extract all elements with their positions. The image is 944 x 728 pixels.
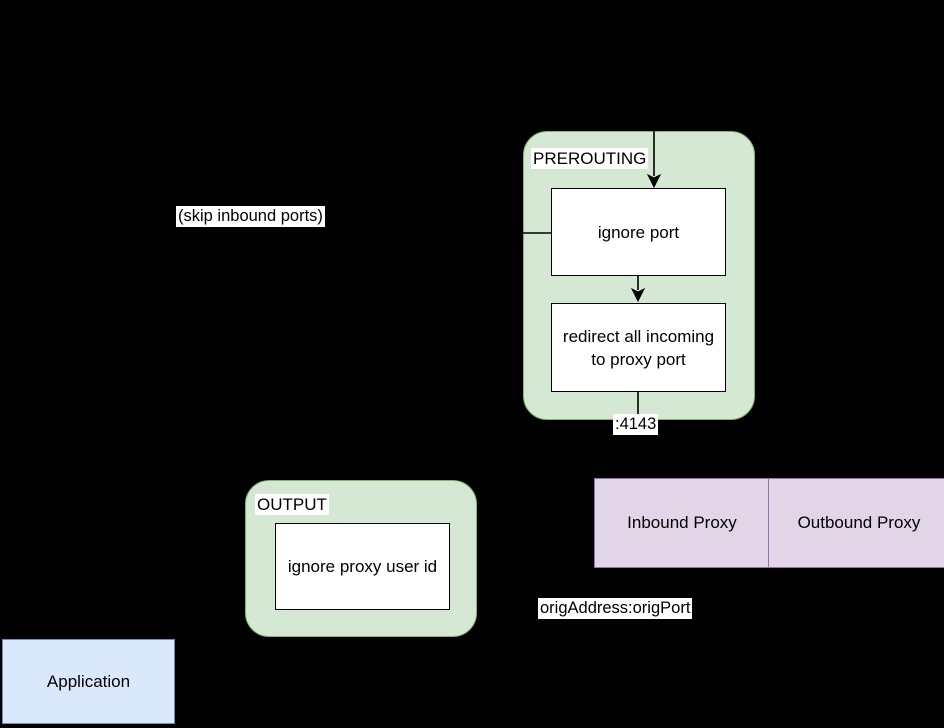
inbound-proxy-box: Inbound Proxy [594,478,770,568]
application-to-output-arrowhead [355,636,371,652]
outbound-proxy-label: Outbound Proxy [797,513,921,532]
redirect-to-proxy-arrowhead [630,463,646,479]
application-label: Application [46,671,131,691]
outbound-proxy-box: Outbound Proxy [768,478,944,568]
ignore-port-rule-node: ignore port [551,188,726,276]
skip-inbound-arrowhead [64,624,80,640]
ignore-proxy-user-id-rule-node: ignore proxy user id [275,523,450,610]
redirect-incoming-rule-node: redirect all incoming to proxy port [551,303,726,392]
ignore-proxy-user-id-rule-label: ignore proxy user id [287,557,438,576]
skip-inbound-ports-annotation: (skip inbound ports) [176,206,325,227]
inbound-to-application-arrowhead [174,673,190,689]
original-destination-annotation: origAddress:origPort [538,598,693,619]
application-to-output-arrow [176,649,364,701]
prerouting-chain-title: PREROUTING [531,148,649,169]
inbound-proxy-port-annotation: :4143 [613,414,659,435]
inbound-proxy-label: Inbound Proxy [627,513,737,532]
application-box: Application [2,639,175,724]
ignore-port-rule-label: ignore port [597,222,680,242]
redirect-incoming-rule-label: redirect all incoming to proxy port [562,326,715,369]
output-chain-title: OUTPUT [255,494,329,515]
